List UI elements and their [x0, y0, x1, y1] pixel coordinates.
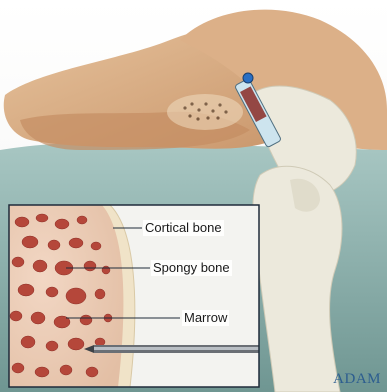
marrow-label: Marrow	[182, 310, 229, 326]
needle-icon	[84, 345, 259, 353]
spongy-bone-label: Spongy bone	[151, 260, 232, 276]
cortical-bone-label: Cortical bone	[143, 220, 224, 236]
adam-logo: ADAM	[333, 371, 381, 388]
pelvis-outline	[167, 94, 243, 130]
